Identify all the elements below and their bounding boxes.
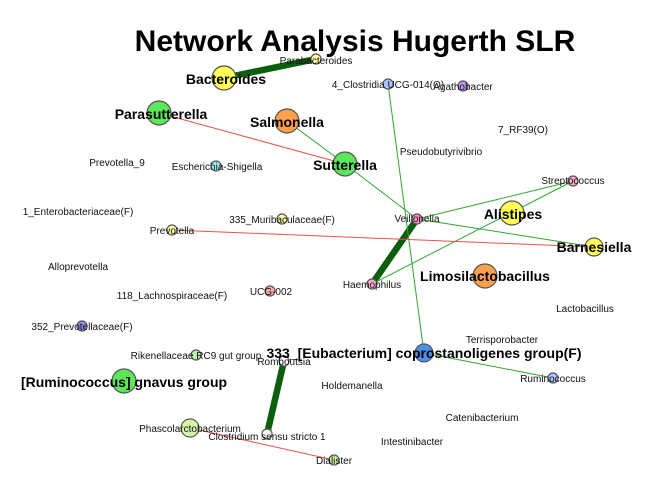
node-label-parabacteroides: Parabacteroides [280, 56, 353, 67]
node-label-clostridium: Clostridium sensu stricto 1 [208, 432, 326, 443]
node-haemophilus[interactable] [366, 278, 378, 290]
node-parabacteroides[interactable] [310, 53, 322, 65]
node-label-prevotella: Prevotella [150, 226, 195, 237]
node-limosilactobacillus[interactable] [472, 263, 498, 289]
node-label-lachnospiraceae: 118_Lachnospiraceae(F) [117, 291, 227, 302]
node-label-ucg002: UCG-002 [250, 287, 293, 298]
edge-phascolarctobacterium-dialister [189, 427, 335, 461]
node-dialister[interactable] [328, 454, 340, 466]
edge-bacteroides-parabacteroides [223, 55, 317, 82]
nodes-layer [76, 53, 604, 466]
node-ruminococcus[interactable] [547, 372, 559, 384]
node-label-muribaculaceae: 335_Muribaculaceae(F) [229, 215, 335, 226]
node-label-gnavus: [Ruminococcus] gnavus group [21, 374, 227, 390]
node-label-agathobacter: Agathobacter [433, 82, 493, 93]
node-phascolarctobacterium[interactable] [180, 418, 200, 438]
node-escherichia[interactable] [210, 160, 222, 172]
node-label-haemophilus: Haemophilus [343, 280, 401, 291]
node-bacteroides[interactable] [211, 65, 237, 91]
node-label-rikenellaceae: Rikenellaceae RC9 gut group [131, 351, 262, 362]
edge-eubacterium-ruminococcus [423, 352, 554, 379]
node-romboutsia[interactable] [278, 355, 290, 367]
node-label-alloprevotella: Alloprevotella [48, 262, 108, 273]
node-label-lactobacillus: Lactobacillus [556, 304, 614, 315]
node-prevotella[interactable] [166, 224, 178, 236]
node-label-limosilactobacillus: Limosilactobacillus [420, 268, 550, 284]
edge-prevotella-barnesiella [171, 229, 595, 248]
edge-veillonella-barnesiella [416, 218, 595, 248]
edge-clostridia-eubacterium [387, 83, 425, 354]
node-ucg002[interactable] [264, 285, 276, 297]
node-label-sutterella: Sutterella [313, 157, 377, 173]
node-agathobacter[interactable] [457, 80, 469, 92]
node-label-rf39: 7_RF39(O) [498, 125, 548, 136]
node-muribaculaceae[interactable] [276, 213, 288, 225]
node-label-enterobacteriaceae: 1_Enterobacteriaceae(F) [23, 207, 134, 218]
node-veillonella[interactable] [411, 213, 423, 225]
edge-parasutterella-sutterella [158, 112, 346, 165]
node-salmonella[interactable] [274, 108, 300, 134]
node-barnesiella[interactable] [584, 237, 604, 257]
node-clostridium[interactable] [261, 428, 273, 440]
node-label-streptococcus: Streptococcus [541, 176, 604, 187]
node-alistipes[interactable] [499, 200, 525, 226]
edge-veillonella-haemophilus [369, 217, 420, 286]
node-label-prevotellaceae: 352_Prevotellaceae(F) [31, 322, 132, 333]
node-label-intestinibacter: Intestinibacter [381, 437, 444, 448]
node-gnavus[interactable] [111, 368, 137, 394]
node-label-alistipes: Alistipes [484, 206, 543, 222]
edge-veillonella-streptococcus [416, 180, 574, 220]
labels-layer: Bacteroides Parabacteroides 4_Clostridia U… [21, 56, 632, 467]
node-sutterella[interactable] [332, 151, 358, 177]
node-eubacterium[interactable] [414, 343, 434, 363]
node-label-catenibacterium: Catenibacterium [446, 413, 519, 424]
graph-title: Network Analysis Hugerth SLR [135, 25, 576, 58]
node-streptococcus[interactable] [567, 175, 579, 187]
node-label-barnesiella: Barnesiella [557, 239, 632, 255]
node-prevotellaceae[interactable] [76, 320, 88, 332]
node-parasutterella[interactable] [146, 100, 172, 126]
edge-romboutsia-clostridium [263, 360, 288, 435]
node-label-clostridia: 4_Clostridia UCG-014(O) [332, 80, 444, 91]
edge-haemophilus-streptococcus [371, 180, 574, 285]
node-rikenellaceae[interactable] [190, 349, 202, 361]
edges-layer [158, 55, 595, 461]
node-label-ruminococcus: Ruminococcus [520, 374, 586, 385]
node-label-bacteroides: Bacteroides [186, 71, 266, 87]
node-label-pseudobutyrivibrio: Pseudobutyrivibrio [400, 147, 483, 158]
node-label-escherichia: Escherichia-Shigella [172, 162, 263, 173]
node-label-prevotella9: Prevotella_9 [89, 158, 145, 169]
node-label-phascolarctobacterium: Phascolarctobacterium [139, 424, 241, 435]
node-label-veillonella: Veillonella [394, 214, 439, 225]
node-label-eubacterium: 333_[Eubacterium] coprostanoligenes grou… [266, 345, 581, 361]
node-label-holdemanella: Holdemanella [321, 381, 383, 392]
node-label-salmonella: Salmonella [250, 114, 324, 130]
node-label-parasutterella: Parasutterella [115, 106, 208, 122]
node-label-terrisporobacter: Terrisporobacter [466, 335, 539, 346]
node-label-dialister: Dialister [316, 456, 353, 467]
node-clostridia[interactable] [382, 78, 394, 90]
node-label-romboutsia: Romboutsia [257, 357, 311, 368]
